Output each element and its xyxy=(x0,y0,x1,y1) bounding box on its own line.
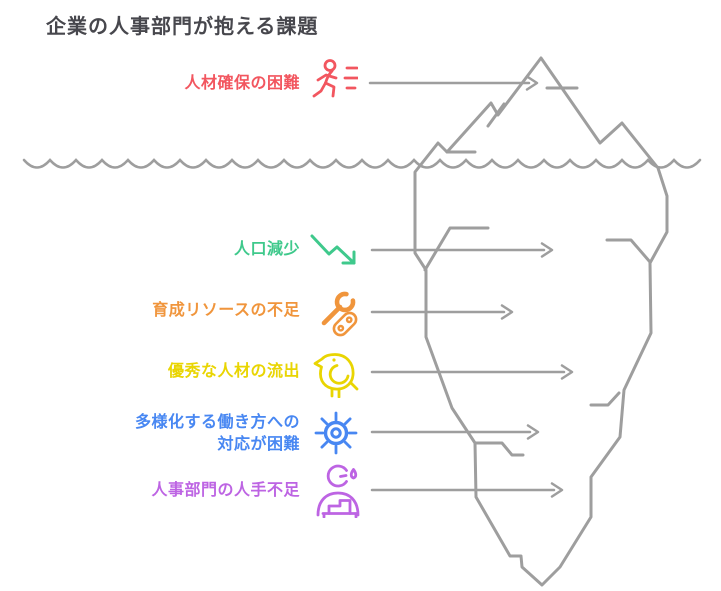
bird-icon xyxy=(311,346,363,398)
label-talent-acquisition: 人材確保の困難 xyxy=(184,75,300,92)
arrow-training-resources xyxy=(370,304,514,320)
trend-down-icon xyxy=(308,230,362,272)
wrench-icon xyxy=(311,286,363,338)
label-population-decline: 人口減少 xyxy=(233,241,300,258)
ship-wheel-icon xyxy=(312,409,360,457)
page-title: 企業の人事部門が抱える課題 xyxy=(46,16,319,38)
label-training-resources: 育成リソースの不足 xyxy=(152,302,300,319)
arrow-population-decline xyxy=(370,242,554,258)
arrow-hr-understaffed xyxy=(370,482,564,498)
arrow-diverse-workstyles xyxy=(370,424,540,440)
worried-person-icon xyxy=(313,462,365,518)
arrow-talent-acquisition xyxy=(368,75,539,91)
iceberg-facet-lines xyxy=(423,86,652,457)
leader-arrows xyxy=(368,75,574,498)
waterline-wave xyxy=(22,158,702,169)
arrow-talent-outflow xyxy=(370,364,574,380)
label-hr-understaffed: 人事部門の人手不足 xyxy=(151,482,300,499)
running-person-icon xyxy=(310,57,358,105)
label-diverse-workstyles: 多様化する働き方への 対応が困難 xyxy=(134,414,300,453)
label-talent-outflow: 優秀な人材の流出 xyxy=(167,363,300,380)
iceberg-shape xyxy=(413,56,669,587)
